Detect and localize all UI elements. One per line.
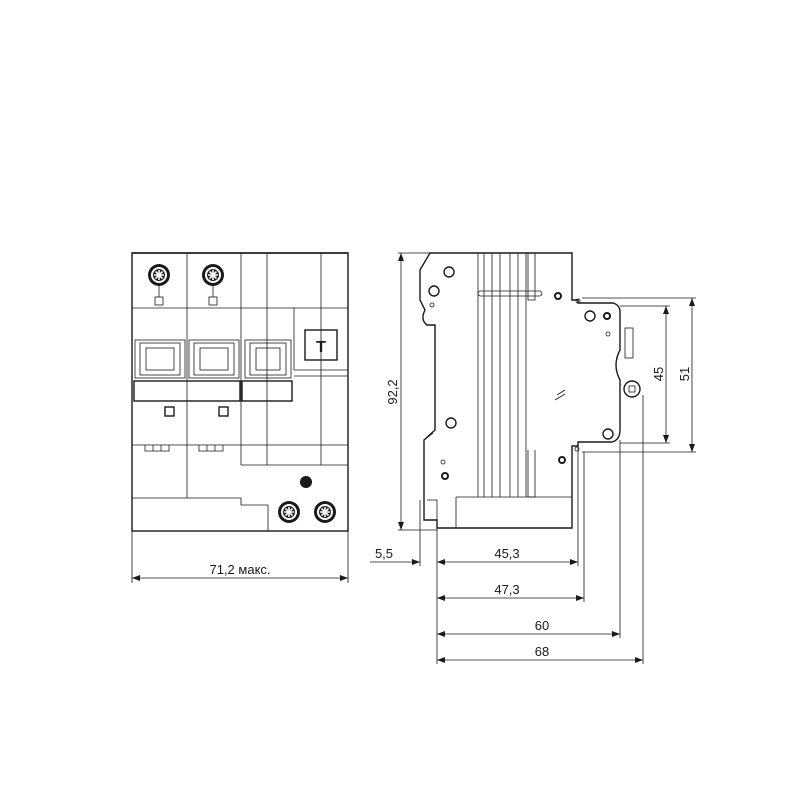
toggle-levers (133, 339, 293, 402)
terminal-screw-icon (147, 263, 171, 287)
dim-51-vertical-label: 51 (677, 367, 692, 381)
terminal-screw-icon (277, 500, 301, 524)
test-button (304, 329, 338, 361)
width-dimension-label: 71,2 макс. (209, 562, 270, 577)
terminal-screw-icon (313, 500, 337, 524)
dim-5-5-label: 5,5 (375, 546, 393, 561)
terminal-screw-icon (201, 263, 225, 287)
side-view: 92,2 45 51 5,5 45,3 47,3 60 68 (370, 252, 696, 664)
dim-68-label: 68 (535, 644, 549, 659)
height-dimension-label: 92,2 (385, 379, 400, 404)
dim-60-label: 60 (535, 618, 549, 633)
test-button-label: T (316, 339, 326, 356)
dim-45-3-label: 45,3 (494, 546, 519, 561)
dim-45-vertical-label: 45 (651, 367, 666, 381)
front-view: T 71,2 макс. (131, 252, 349, 583)
dim-47-3-label: 47,3 (494, 582, 519, 597)
indicator-dot (300, 476, 312, 488)
